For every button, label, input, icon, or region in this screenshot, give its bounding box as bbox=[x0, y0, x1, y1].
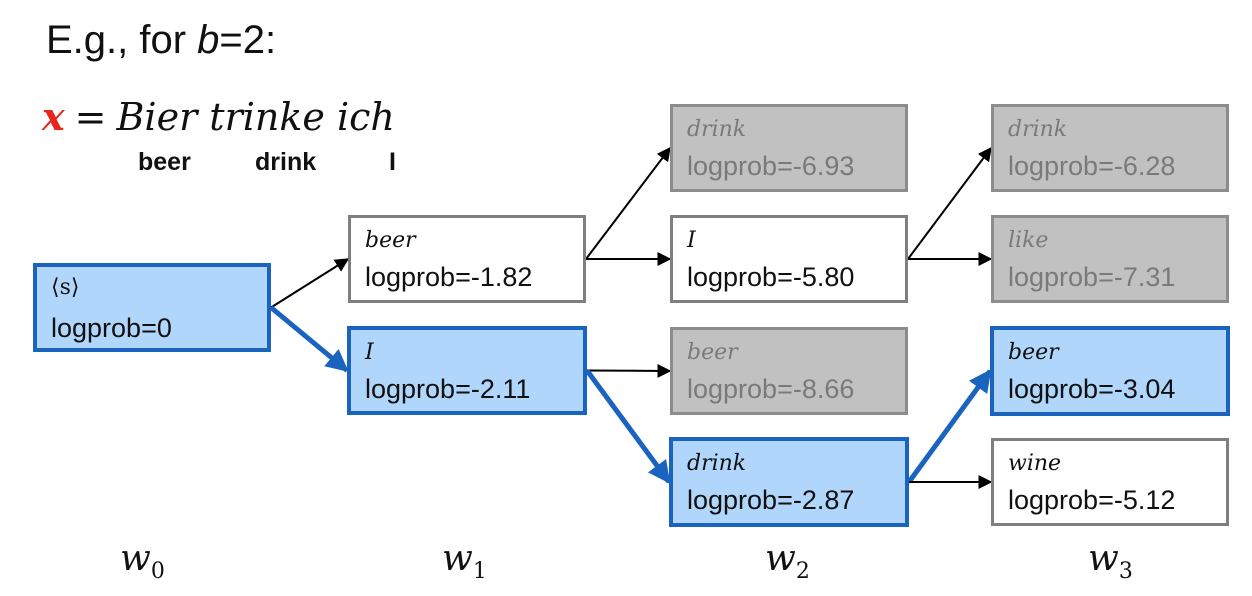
gloss-i: I bbox=[389, 148, 396, 176]
heading-prefix: E.g., for bbox=[46, 18, 198, 62]
node-w1-i: I logprob=-2.11 bbox=[347, 326, 587, 415]
edge-w2_I-to-w3_drink bbox=[907, 146, 992, 260]
node-w1-beer: beer logprob=-1.82 bbox=[348, 215, 586, 303]
node-token: like bbox=[1008, 228, 1049, 253]
edge-w2_drink_best-to-w3_beer bbox=[906, 369, 993, 484]
step-label-w0: w0 bbox=[120, 538, 165, 584]
equals-sign: = bbox=[74, 95, 107, 139]
step-label-w3: w3 bbox=[1088, 538, 1133, 584]
node-logprob: logprob=-8.66 bbox=[687, 374, 855, 404]
gloss-drink: drink bbox=[255, 148, 317, 176]
step-index: 0 bbox=[150, 559, 165, 585]
node-logprob: logprob=-2.87 bbox=[687, 485, 855, 515]
node-w2-drink-pruned: drink logprob=-6.93 bbox=[670, 104, 908, 192]
node-token: wine bbox=[1008, 451, 1062, 476]
node-token: beer bbox=[365, 228, 416, 253]
step-index: 2 bbox=[795, 559, 810, 585]
step-label-w2: w2 bbox=[765, 538, 810, 584]
input-sentence-formula: x=Bier trinke ich bbox=[42, 94, 395, 139]
node-token: beer bbox=[1008, 340, 1059, 365]
node-token: I bbox=[365, 340, 374, 365]
step-label-w1: w1 bbox=[442, 538, 487, 584]
node-w3-wine: wine logprob=-5.12 bbox=[991, 438, 1229, 526]
edge-w1_I-to-w2_beer bbox=[586, 363, 672, 378]
input-sentence: Bier trinke ich bbox=[116, 95, 395, 139]
node-logprob: logprob=-6.28 bbox=[1008, 151, 1176, 181]
node-start: ⟨s⟩ logprob=0 bbox=[33, 263, 271, 352]
node-logprob: logprob=-5.12 bbox=[1008, 485, 1176, 515]
node-w3-drink-pruned: drink logprob=-6.28 bbox=[991, 104, 1229, 192]
node-logprob: logprob=-6.93 bbox=[687, 151, 855, 181]
node-token: drink bbox=[687, 117, 747, 142]
node-logprob: logprob=-1.82 bbox=[365, 262, 533, 292]
node-logprob: logprob=0 bbox=[51, 313, 172, 343]
node-token: I bbox=[687, 228, 696, 253]
edge-w1_I-to-w2_drink_best bbox=[584, 369, 672, 484]
node-w3-beer: beer logprob=-3.04 bbox=[990, 326, 1230, 416]
step-index: 3 bbox=[1118, 559, 1133, 585]
step-var: w bbox=[120, 538, 151, 579]
node-token: drink bbox=[1008, 117, 1068, 142]
step-var: w bbox=[442, 538, 473, 579]
node-token: beer bbox=[687, 340, 738, 365]
node-token: drink bbox=[687, 451, 747, 476]
heading-suffix: =2: bbox=[219, 18, 277, 62]
node-logprob: logprob=-7.31 bbox=[1008, 262, 1176, 292]
input-variable: x bbox=[42, 94, 65, 139]
node-token: ⟨s⟩ bbox=[51, 275, 80, 300]
node-w2-beer-pruned: beer logprob=-8.66 bbox=[670, 327, 908, 415]
node-w2-i: I logprob=-5.80 bbox=[670, 215, 908, 303]
example-heading: E.g., for b=2: bbox=[46, 18, 276, 63]
edge-w1_beer-to-w2_drink bbox=[585, 146, 671, 260]
edge-start-to-w1_I bbox=[269, 305, 349, 373]
heading-beam-var: b bbox=[197, 18, 220, 62]
node-logprob: logprob=-5.80 bbox=[687, 262, 855, 292]
node-logprob: logprob=-3.04 bbox=[1008, 374, 1176, 404]
step-index: 1 bbox=[472, 559, 487, 585]
node-w2-drink: drink logprob=-2.87 bbox=[669, 437, 909, 527]
node-logprob: logprob=-2.11 bbox=[365, 374, 531, 404]
step-var: w bbox=[1088, 538, 1119, 579]
node-w3-like-pruned: like logprob=-7.31 bbox=[991, 215, 1229, 303]
step-var: w bbox=[765, 538, 796, 579]
gloss-beer: beer bbox=[138, 148, 191, 176]
edge-start-to-w1_beer bbox=[270, 258, 350, 309]
